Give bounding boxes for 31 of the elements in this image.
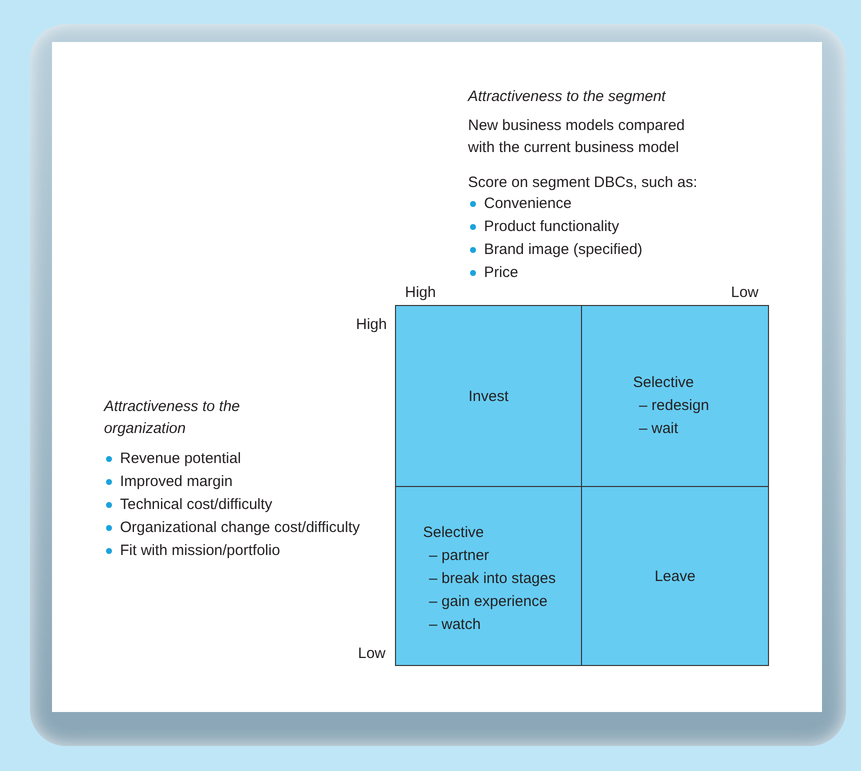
axis-label: High [356,315,387,335]
bullet-item: Organizational change cost/difficulty [120,518,360,538]
description-text: New business models compared with the current business model [468,116,686,158]
axis-label: High [405,283,436,303]
bullet-item: Technical cost/difficulty [120,495,272,515]
axis-label: Low [358,644,386,664]
quadrant-item: – gain experience [428,592,548,612]
axis-title: Attractiveness to the organization [104,397,241,439]
bullet-item: Fit with mission/portfolio [120,541,280,561]
matrix-quadrant [581,305,769,487]
quadrant-item: – partner [428,546,490,566]
bullet-item: Improved margin [120,472,233,492]
quadrant-title: Selective [423,523,484,543]
quadrant-item: – redesign [638,396,710,416]
matrix-quadrant [395,305,582,487]
description-text: Score on segment DBCs, such as: [468,173,698,193]
axis-title: Attractiveness to the segment [468,87,666,107]
quadrant-title: Selective [633,373,694,393]
bullet-item: Brand image (specified) [484,240,642,260]
bullet-item: Product functionality [484,217,620,237]
axis-label: Low [731,283,759,303]
quadrant-item: – wait [638,419,678,439]
quadrant-item: – watch [428,615,481,635]
quadrant-title: Leave [654,566,696,586]
matrix-quadrant [581,486,769,666]
quadrant-title: Invest [468,386,509,406]
quadrant-item: – break into stages [428,569,556,589]
bullet-item: Revenue potential [120,449,241,469]
bullet-item: Price [484,263,518,283]
bullet-item: Convenience [484,194,572,214]
matrix-quadrant [395,486,582,666]
